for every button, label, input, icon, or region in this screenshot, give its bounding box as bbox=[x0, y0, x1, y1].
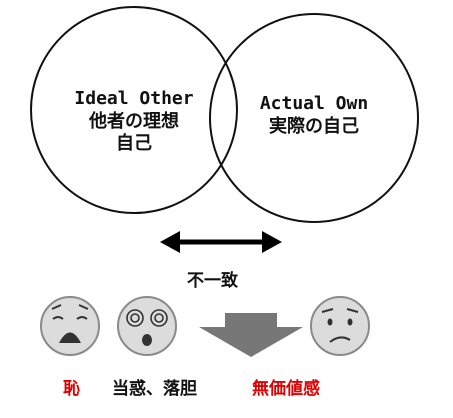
emotion-worthlessness: 無価値感 bbox=[252, 379, 320, 399]
ideal-other-line1: Ideal Other bbox=[74, 88, 194, 109]
actual-own-circle bbox=[209, 13, 419, 223]
dizzy-face-icon bbox=[117, 296, 177, 356]
emotion-dismay: 当惑、落胆 bbox=[112, 379, 197, 399]
sad-face-icon bbox=[40, 296, 100, 356]
ideal-other-line3: 自己 bbox=[116, 133, 152, 154]
actual-own-line1: Actual Own bbox=[259, 93, 369, 114]
actual-own-line2: 実際の自己 bbox=[269, 115, 359, 137]
double-arrow-icon bbox=[160, 231, 282, 253]
ideal-other-label: Ideal Other 他者の理想 自己 bbox=[44, 88, 224, 156]
actual-own-label: Actual Own 実際の自己 bbox=[234, 93, 394, 138]
down-arrow-icon bbox=[199, 313, 303, 357]
ideal-other-circle bbox=[30, 6, 238, 214]
worried-face-icon bbox=[310, 296, 370, 356]
emotion-shame: 恥 bbox=[63, 379, 80, 399]
mismatch-label: 不一致 bbox=[187, 271, 238, 291]
ideal-other-line2: 他者の理想 bbox=[89, 110, 179, 132]
